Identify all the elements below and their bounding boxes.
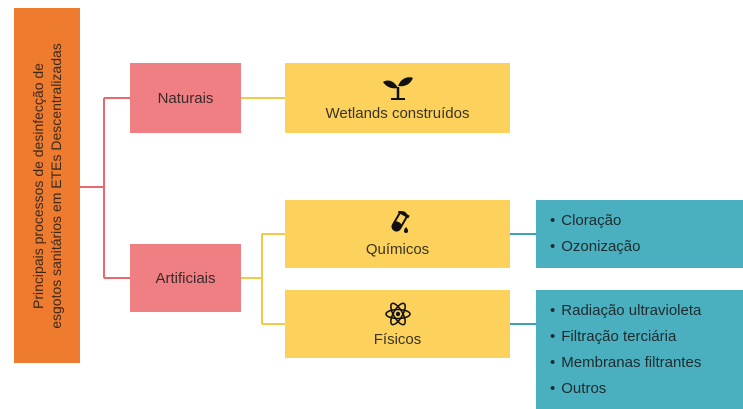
method-wetlands-label: Wetlands construídos xyxy=(325,104,470,122)
root-node: Principais processos de desinfecção de e… xyxy=(14,8,80,363)
sprout-icon xyxy=(381,75,415,101)
category-artificiais-label: Artificiais xyxy=(155,269,216,287)
method-fisicos: Físicos xyxy=(285,290,510,358)
test-tube-icon xyxy=(383,210,413,237)
list-item: Membranas filtrantes xyxy=(550,350,743,376)
root-label-line1: Principais processos de desinfecção de xyxy=(30,62,47,309)
method-fisicos-label: Físicos xyxy=(373,330,422,348)
list-item: Ozonização xyxy=(550,234,743,260)
category-naturais-label: Naturais xyxy=(157,89,214,107)
atom-icon xyxy=(384,301,412,327)
method-quimicos: Químicos xyxy=(285,200,510,268)
category-naturais: Naturais xyxy=(130,63,241,133)
list-item: Cloração xyxy=(550,208,743,234)
category-artificiais: Artificiais xyxy=(130,244,241,312)
method-wetlands: Wetlands construídos xyxy=(285,63,510,133)
list-item: Filtração terciária xyxy=(550,324,743,350)
root-label-line2: esgotos sanitários em ETEs Descentraliza… xyxy=(48,42,65,329)
root-label: Principais processos de desinfecção de e… xyxy=(29,43,65,329)
list-item: Radiação ultravioleta xyxy=(550,298,743,324)
list-fisicos: Radiação ultravioleta Filtração terciári… xyxy=(536,290,743,409)
method-quimicos-label: Químicos xyxy=(365,240,430,258)
list-item: Outros xyxy=(550,376,743,402)
list-quimicos: Cloração Ozonização xyxy=(536,200,743,268)
